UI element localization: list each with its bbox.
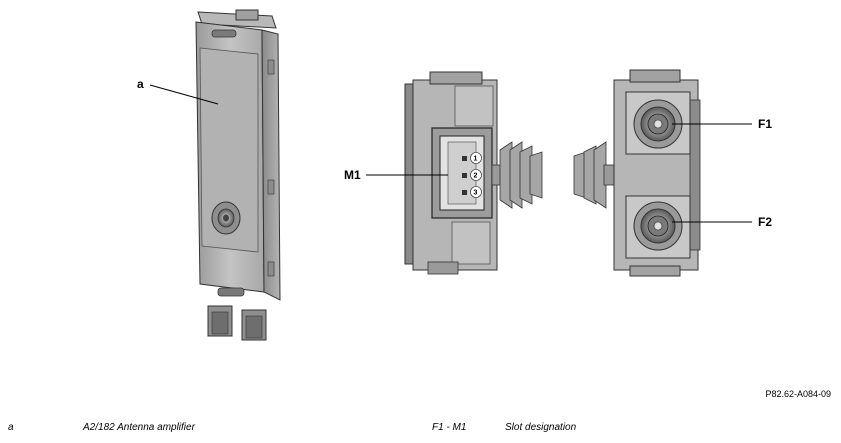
callout-f1-label: F1 — [758, 117, 772, 131]
socket-f1 — [625, 91, 691, 155]
callout-a-label: a — [137, 77, 144, 91]
legend-text-slots: Slot designation — [505, 422, 577, 433]
legend-text-a: A2/182 Antenna amplifier — [83, 422, 195, 433]
pin-number-2: 2 — [474, 173, 478, 180]
pin-3 — [462, 190, 467, 195]
legend-key-slots: F1 - M1 — [432, 422, 467, 433]
pin-number-1: 1 — [474, 156, 478, 163]
callout-m1: M1 — [344, 168, 448, 182]
fir-tree-clip-left — [573, 141, 617, 209]
fir-tree-clip-right — [491, 141, 543, 209]
callout-f1: F1 — [672, 117, 772, 131]
antenna-amplifier-diagram: a 1 2 3 — [137, 9, 772, 341]
callout-f2: F2 — [672, 215, 772, 229]
pin-number-3: 3 — [474, 190, 478, 197]
antenna-amplifier — [195, 9, 281, 341]
callout-f2-label: F2 — [758, 215, 772, 229]
socket-f2 — [625, 195, 691, 259]
connector-front-view — [573, 69, 701, 277]
connector-m1: 1 2 3 — [431, 127, 493, 219]
figure-id: P82.62-A084-09 — [765, 389, 831, 399]
callout-a: a — [137, 77, 219, 105]
callout-m1-label: M1 — [344, 168, 361, 182]
connector-side-view: 1 2 3 — [404, 71, 543, 275]
pin-2 — [462, 173, 467, 178]
legend-key-a: a — [8, 422, 14, 433]
pin-1 — [462, 156, 467, 161]
